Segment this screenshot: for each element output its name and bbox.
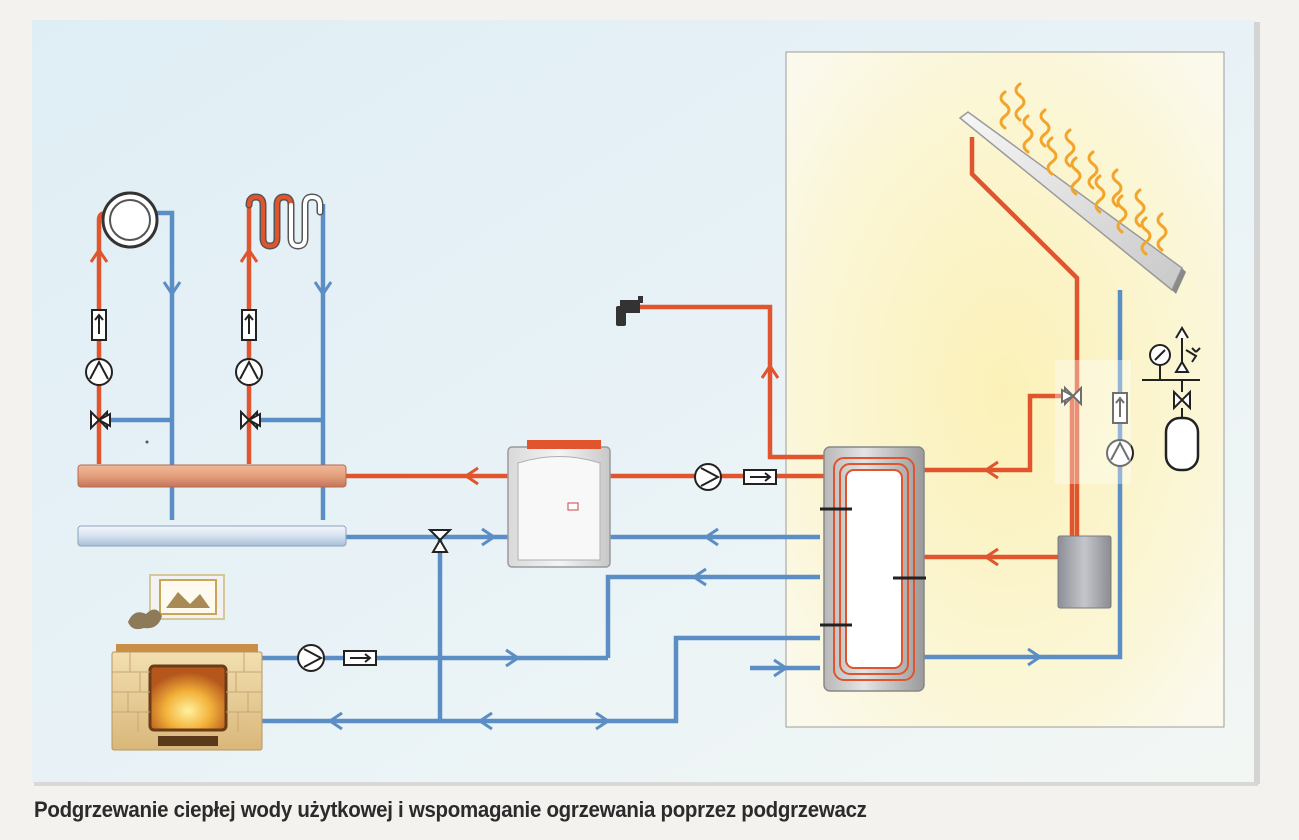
heat-waves xyxy=(999,82,1168,256)
fireplace-icon xyxy=(111,574,263,751)
flow-meter-icon xyxy=(343,392,1128,666)
boiler-icon xyxy=(507,440,611,568)
flow-meter-icon xyxy=(91,309,257,341)
flow-arrows xyxy=(89,247,1043,731)
circulation-pump-icon xyxy=(85,358,1134,672)
expansion-vessel-icon xyxy=(1164,408,1200,472)
cold-pipes xyxy=(99,204,1123,724)
diagram-caption: Podgrzewanie ciepłej wody użytkowej i ws… xyxy=(34,797,867,822)
water-tap-icon xyxy=(616,296,643,326)
radiator-icon xyxy=(101,191,159,249)
hot-manifold xyxy=(77,464,347,488)
underfloor-coil-icon xyxy=(245,193,324,250)
storage-tank-icon xyxy=(820,446,926,692)
pressure-gauge-icon xyxy=(1149,344,1171,380)
safety-valve-icon xyxy=(1142,326,1201,411)
solar-collector-icon xyxy=(958,111,1186,294)
solar-controller-icon xyxy=(1057,535,1112,609)
cold-manifold xyxy=(77,525,347,547)
three-way-valve-icon xyxy=(90,385,1082,553)
